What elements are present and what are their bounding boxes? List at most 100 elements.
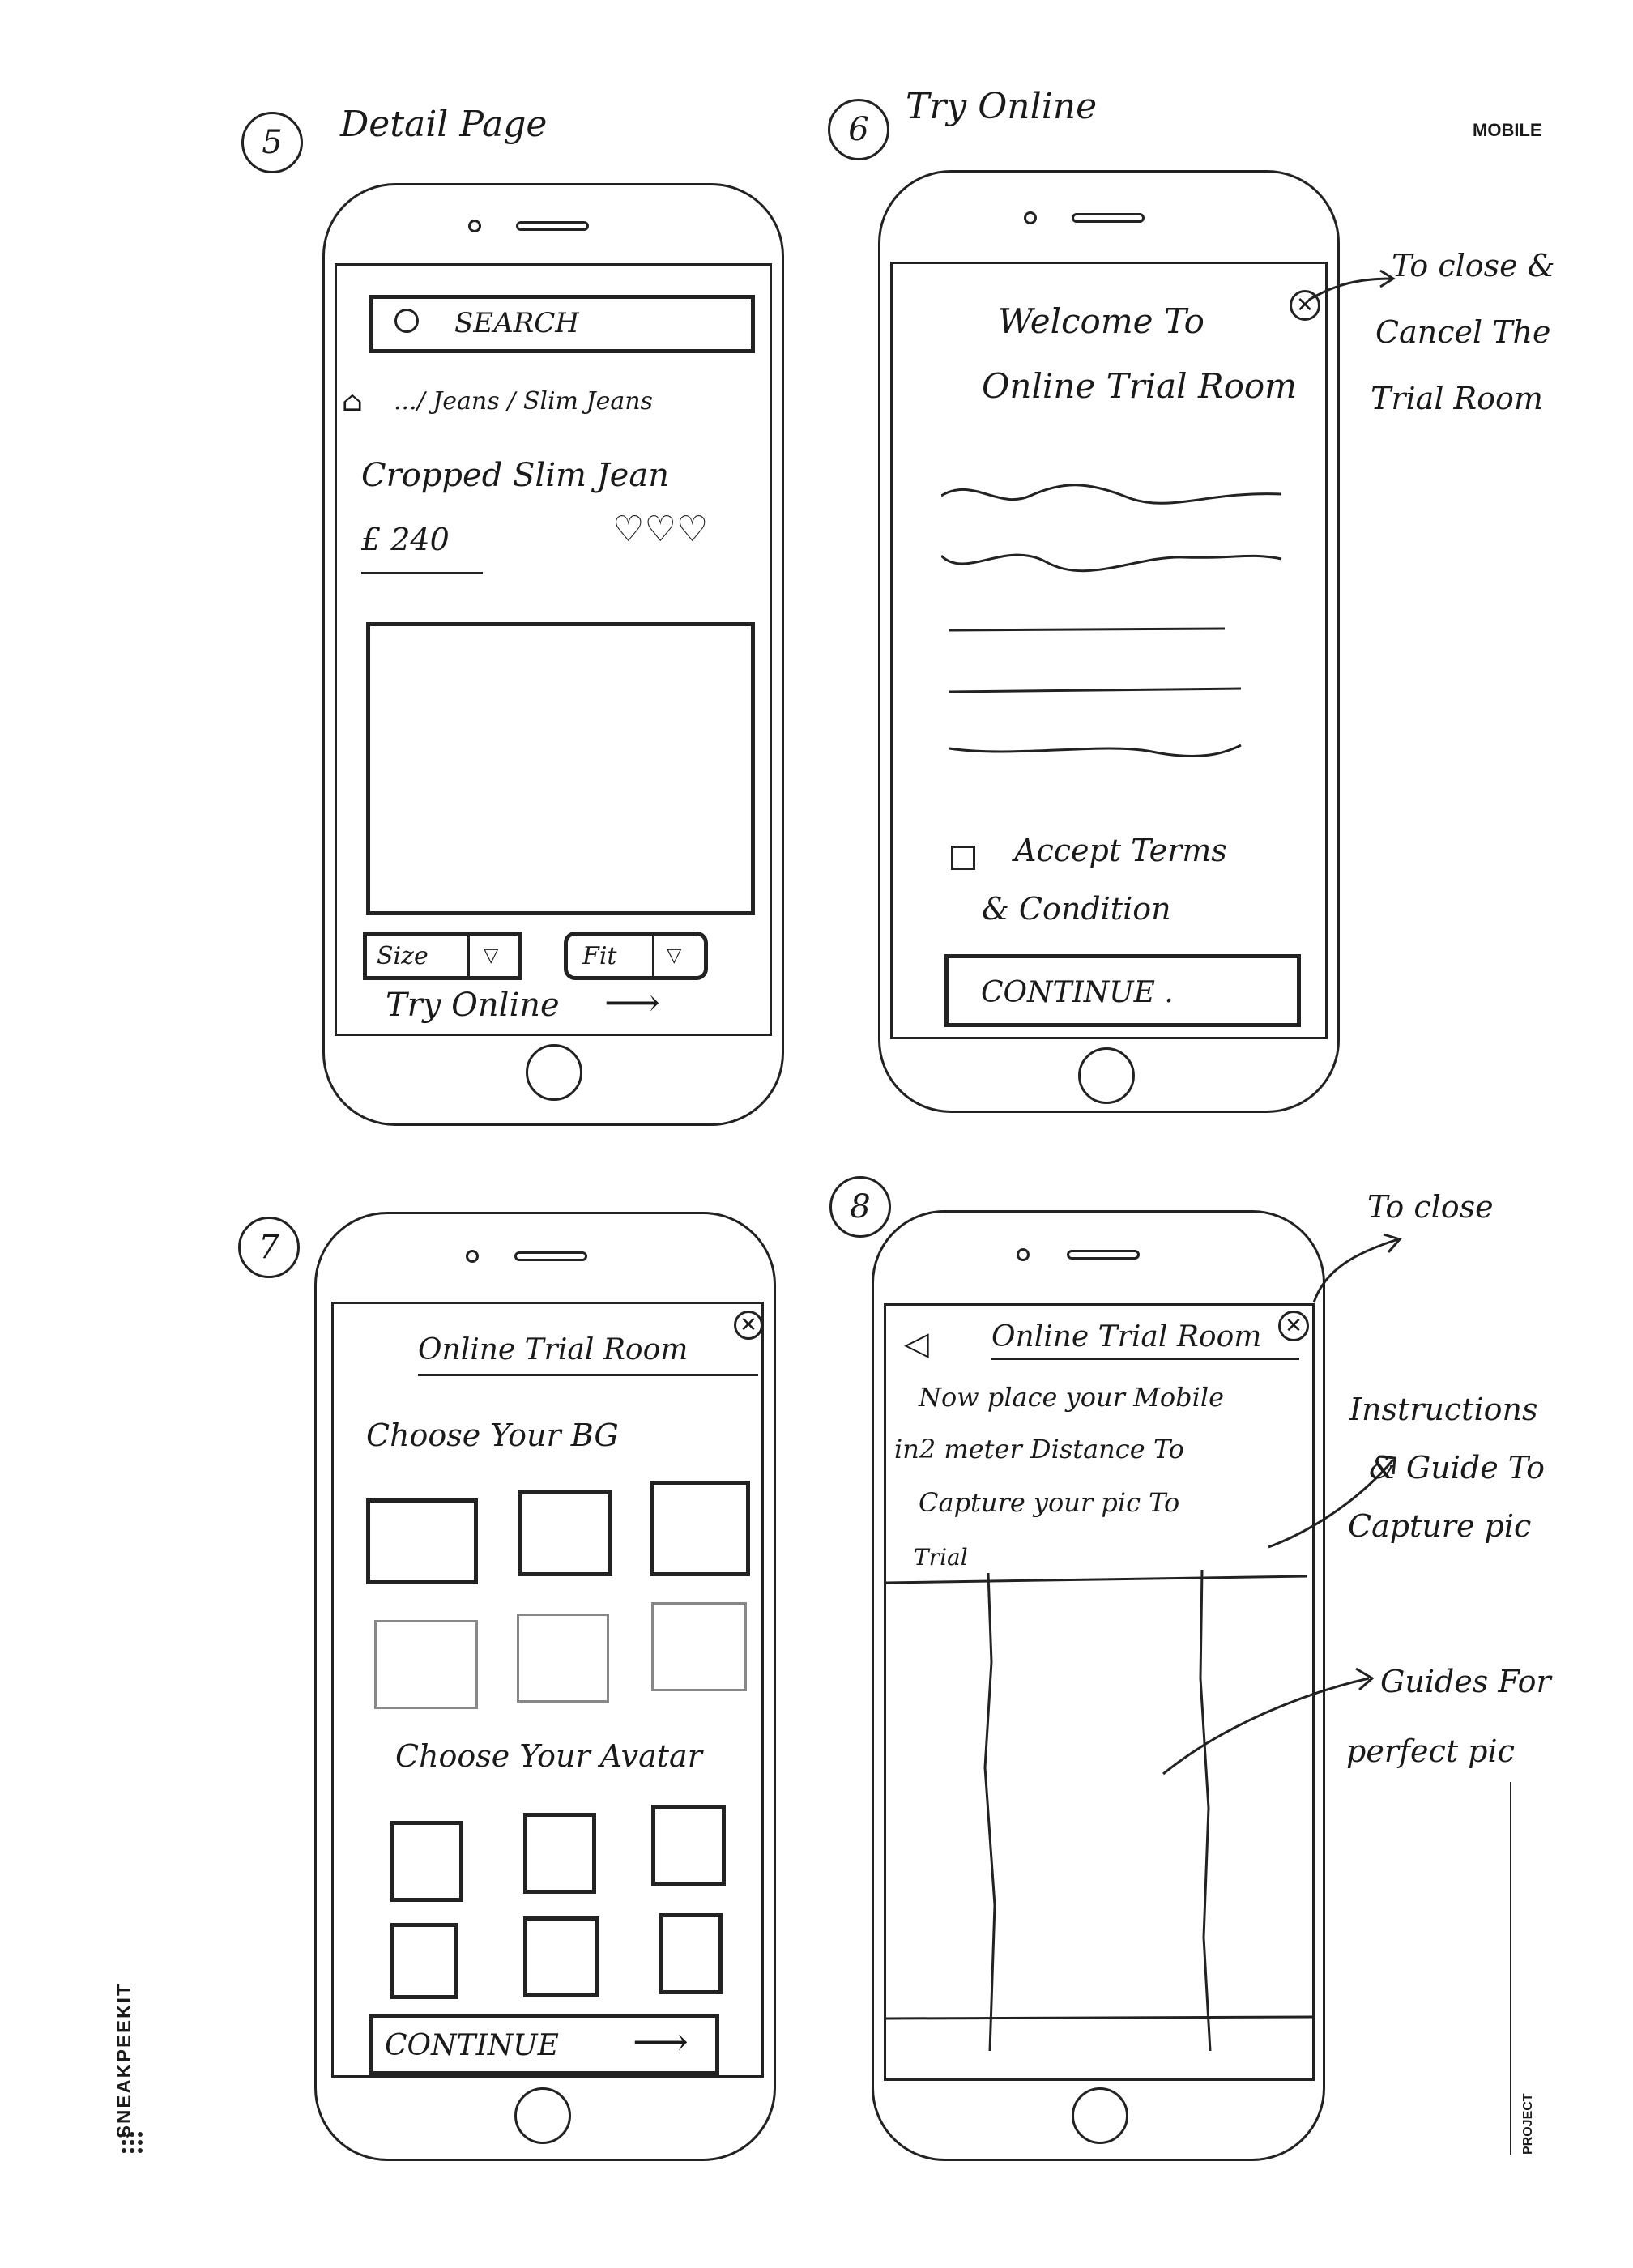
camera-icon — [466, 1250, 479, 1263]
instruction-line-3: Capture your pic To — [919, 1487, 1180, 1518]
annotation-guides-line-2: perfect pic — [1346, 1733, 1515, 1769]
avatar-option[interactable] — [659, 1913, 723, 1994]
step-title-try-online: Try Online — [906, 86, 1098, 127]
accept-terms-line-2: & Condition — [982, 891, 1171, 927]
speaker-grille — [1067, 1250, 1140, 1260]
close-icon[interactable]: ✕ — [734, 1311, 761, 1340]
fit-divider — [652, 936, 654, 979]
mobile-label: MOBILE — [1473, 120, 1542, 140]
bg-option[interactable] — [517, 1614, 609, 1703]
size-divider — [467, 936, 470, 979]
brand-dots-icon — [122, 2132, 143, 2153]
screen-capture: ◁ ✕ Online Trial Room Now place your Mob… — [884, 1303, 1315, 2081]
home-button[interactable] — [514, 2087, 571, 2144]
heading-underline — [418, 1374, 758, 1376]
breadcrumb[interactable]: .../ Jeans / Slim Jeans — [394, 387, 653, 416]
back-arrow-icon[interactable]: ◁ — [904, 1325, 929, 1362]
search-icon — [394, 309, 419, 333]
bg-option[interactable] — [650, 1481, 750, 1576]
arrow-right-icon: ⟶ — [633, 2019, 689, 2065]
annotation-to-close: To close — [1367, 1189, 1494, 1225]
home-button[interactable] — [1072, 2087, 1128, 2144]
continue-button[interactable]: CONTINUE ⟶ — [369, 2014, 719, 2075]
product-image — [366, 622, 755, 915]
bg-option[interactable] — [374, 1620, 478, 1709]
online-trial-room-heading: Online Trial Room — [418, 1333, 689, 1366]
terms-checkbox[interactable] — [951, 846, 975, 870]
product-price: £ 240 — [361, 522, 450, 557]
bg-option[interactable] — [366, 1498, 478, 1584]
annotation-arrow-instructions — [1268, 1455, 1396, 1549]
price-underline — [361, 572, 483, 574]
instruction-line-1: Now place your Mobile — [919, 1382, 1224, 1413]
annotation-close-line-3: Trial Room — [1371, 381, 1543, 416]
accept-terms-line-1: Accept Terms — [1014, 833, 1227, 868]
annotation-instructions-line-2: & Guide To — [1369, 1450, 1546, 1486]
camera-icon — [1024, 211, 1037, 224]
product-name: Cropped Slim Jean — [361, 457, 669, 494]
screen-detail: SEARCH ⌂ .../ Jeans / Slim Jeans Cropped… — [335, 263, 772, 1036]
size-dropdown[interactable]: Size ▽ — [363, 932, 522, 980]
annotation-close-line-2: Cancel The — [1375, 314, 1551, 350]
instruction-line-2: in2 meter Distance To — [894, 1434, 1184, 1464]
project-rule — [1510, 1782, 1511, 2155]
step-number-5: 5 — [241, 112, 303, 173]
phone-frame-detail: SEARCH ⌂ .../ Jeans / Slim Jeans Cropped… — [322, 183, 784, 1126]
chevron-down-icon: ▽ — [484, 944, 499, 966]
avatar-option[interactable] — [390, 1821, 463, 1902]
bg-option[interactable] — [518, 1490, 612, 1576]
speaker-grille — [1072, 213, 1145, 223]
annotation-instructions-line-3: Capture pic — [1348, 1508, 1532, 1544]
arrow-right-icon: ⟶ — [604, 980, 660, 1025]
choose-bg-label: Choose Your BG — [366, 1418, 619, 1453]
step-number-8: 8 — [829, 1176, 891, 1238]
avatar-option[interactable] — [390, 1923, 458, 1999]
welcome-line-1: Welcome To — [998, 301, 1204, 341]
annotation-arrow-to-close — [1312, 1233, 1402, 1303]
annotation-close-line-1: To close & — [1392, 248, 1555, 284]
placeholder-text-lines — [941, 484, 1282, 757]
avatar-option[interactable] — [523, 1916, 599, 1997]
annotation-guides-line-1: Guides For — [1380, 1664, 1551, 1699]
screen-try-online: ✕ Welcome To Online Trial Room Accept Te… — [890, 262, 1328, 1039]
phone-frame-capture: ◁ ✕ Online Trial Room Now place your Mob… — [872, 1210, 1325, 2161]
camera-icon — [468, 220, 481, 232]
brand-name: SNEAKPEEKIT — [113, 1982, 135, 2138]
welcome-line-2: Online Trial Room — [982, 366, 1297, 406]
avatar-option[interactable] — [523, 1813, 596, 1894]
search-label: SEARCH — [454, 307, 579, 339]
phone-frame-bg-avatar: ✕ Online Trial Room Choose Your BG Choos… — [314, 1212, 776, 2161]
annotation-arrow-guides — [1162, 1667, 1375, 1776]
capture-guide-lines — [886, 1569, 1312, 2052]
instruction-line-4: Trial — [914, 1544, 968, 1571]
choose-avatar-label: Choose Your Avatar — [395, 1738, 702, 1774]
online-trial-room-heading: Online Trial Room — [991, 1320, 1262, 1354]
fit-label: Fit — [582, 942, 617, 970]
home-button[interactable] — [1078, 1047, 1135, 1104]
fit-dropdown[interactable]: Fit ▽ — [564, 932, 708, 980]
continue-label: CONTINUE — [385, 2029, 559, 2062]
step-number-6: 6 — [828, 99, 889, 160]
try-online-link[interactable]: Try Online — [386, 987, 560, 1024]
speaker-grille — [514, 1251, 587, 1261]
annotation-instructions-line-1: Instructions — [1349, 1392, 1538, 1427]
project-label: PROJECT — [1521, 2093, 1535, 2155]
phone-frame-try-online: ✕ Welcome To Online Trial Room Accept Te… — [878, 170, 1340, 1113]
heart-icons[interactable]: ♡♡♡ — [612, 509, 709, 550]
search-bar[interactable]: SEARCH — [369, 295, 755, 353]
heading-underline — [991, 1358, 1299, 1360]
continue-button[interactable]: CONTINUE . — [944, 954, 1301, 1027]
step-number-7: 7 — [238, 1217, 300, 1278]
annotation-arrow-close — [1308, 269, 1396, 301]
step-title-detail-page: Detail Page — [340, 104, 548, 145]
home-button[interactable] — [526, 1044, 582, 1101]
home-icon[interactable]: ⌂ — [342, 386, 363, 418]
speaker-grille — [516, 221, 589, 231]
avatar-option[interactable] — [651, 1805, 726, 1886]
close-icon[interactable]: ✕ — [1278, 1311, 1309, 1341]
continue-label: CONTINUE . — [981, 976, 1174, 1009]
screen-bg-avatar: ✕ Online Trial Room Choose Your BG Choos… — [331, 1302, 764, 2078]
camera-icon — [1017, 1248, 1030, 1261]
bg-option[interactable] — [651, 1602, 747, 1691]
chevron-down-icon: ▽ — [667, 944, 682, 966]
